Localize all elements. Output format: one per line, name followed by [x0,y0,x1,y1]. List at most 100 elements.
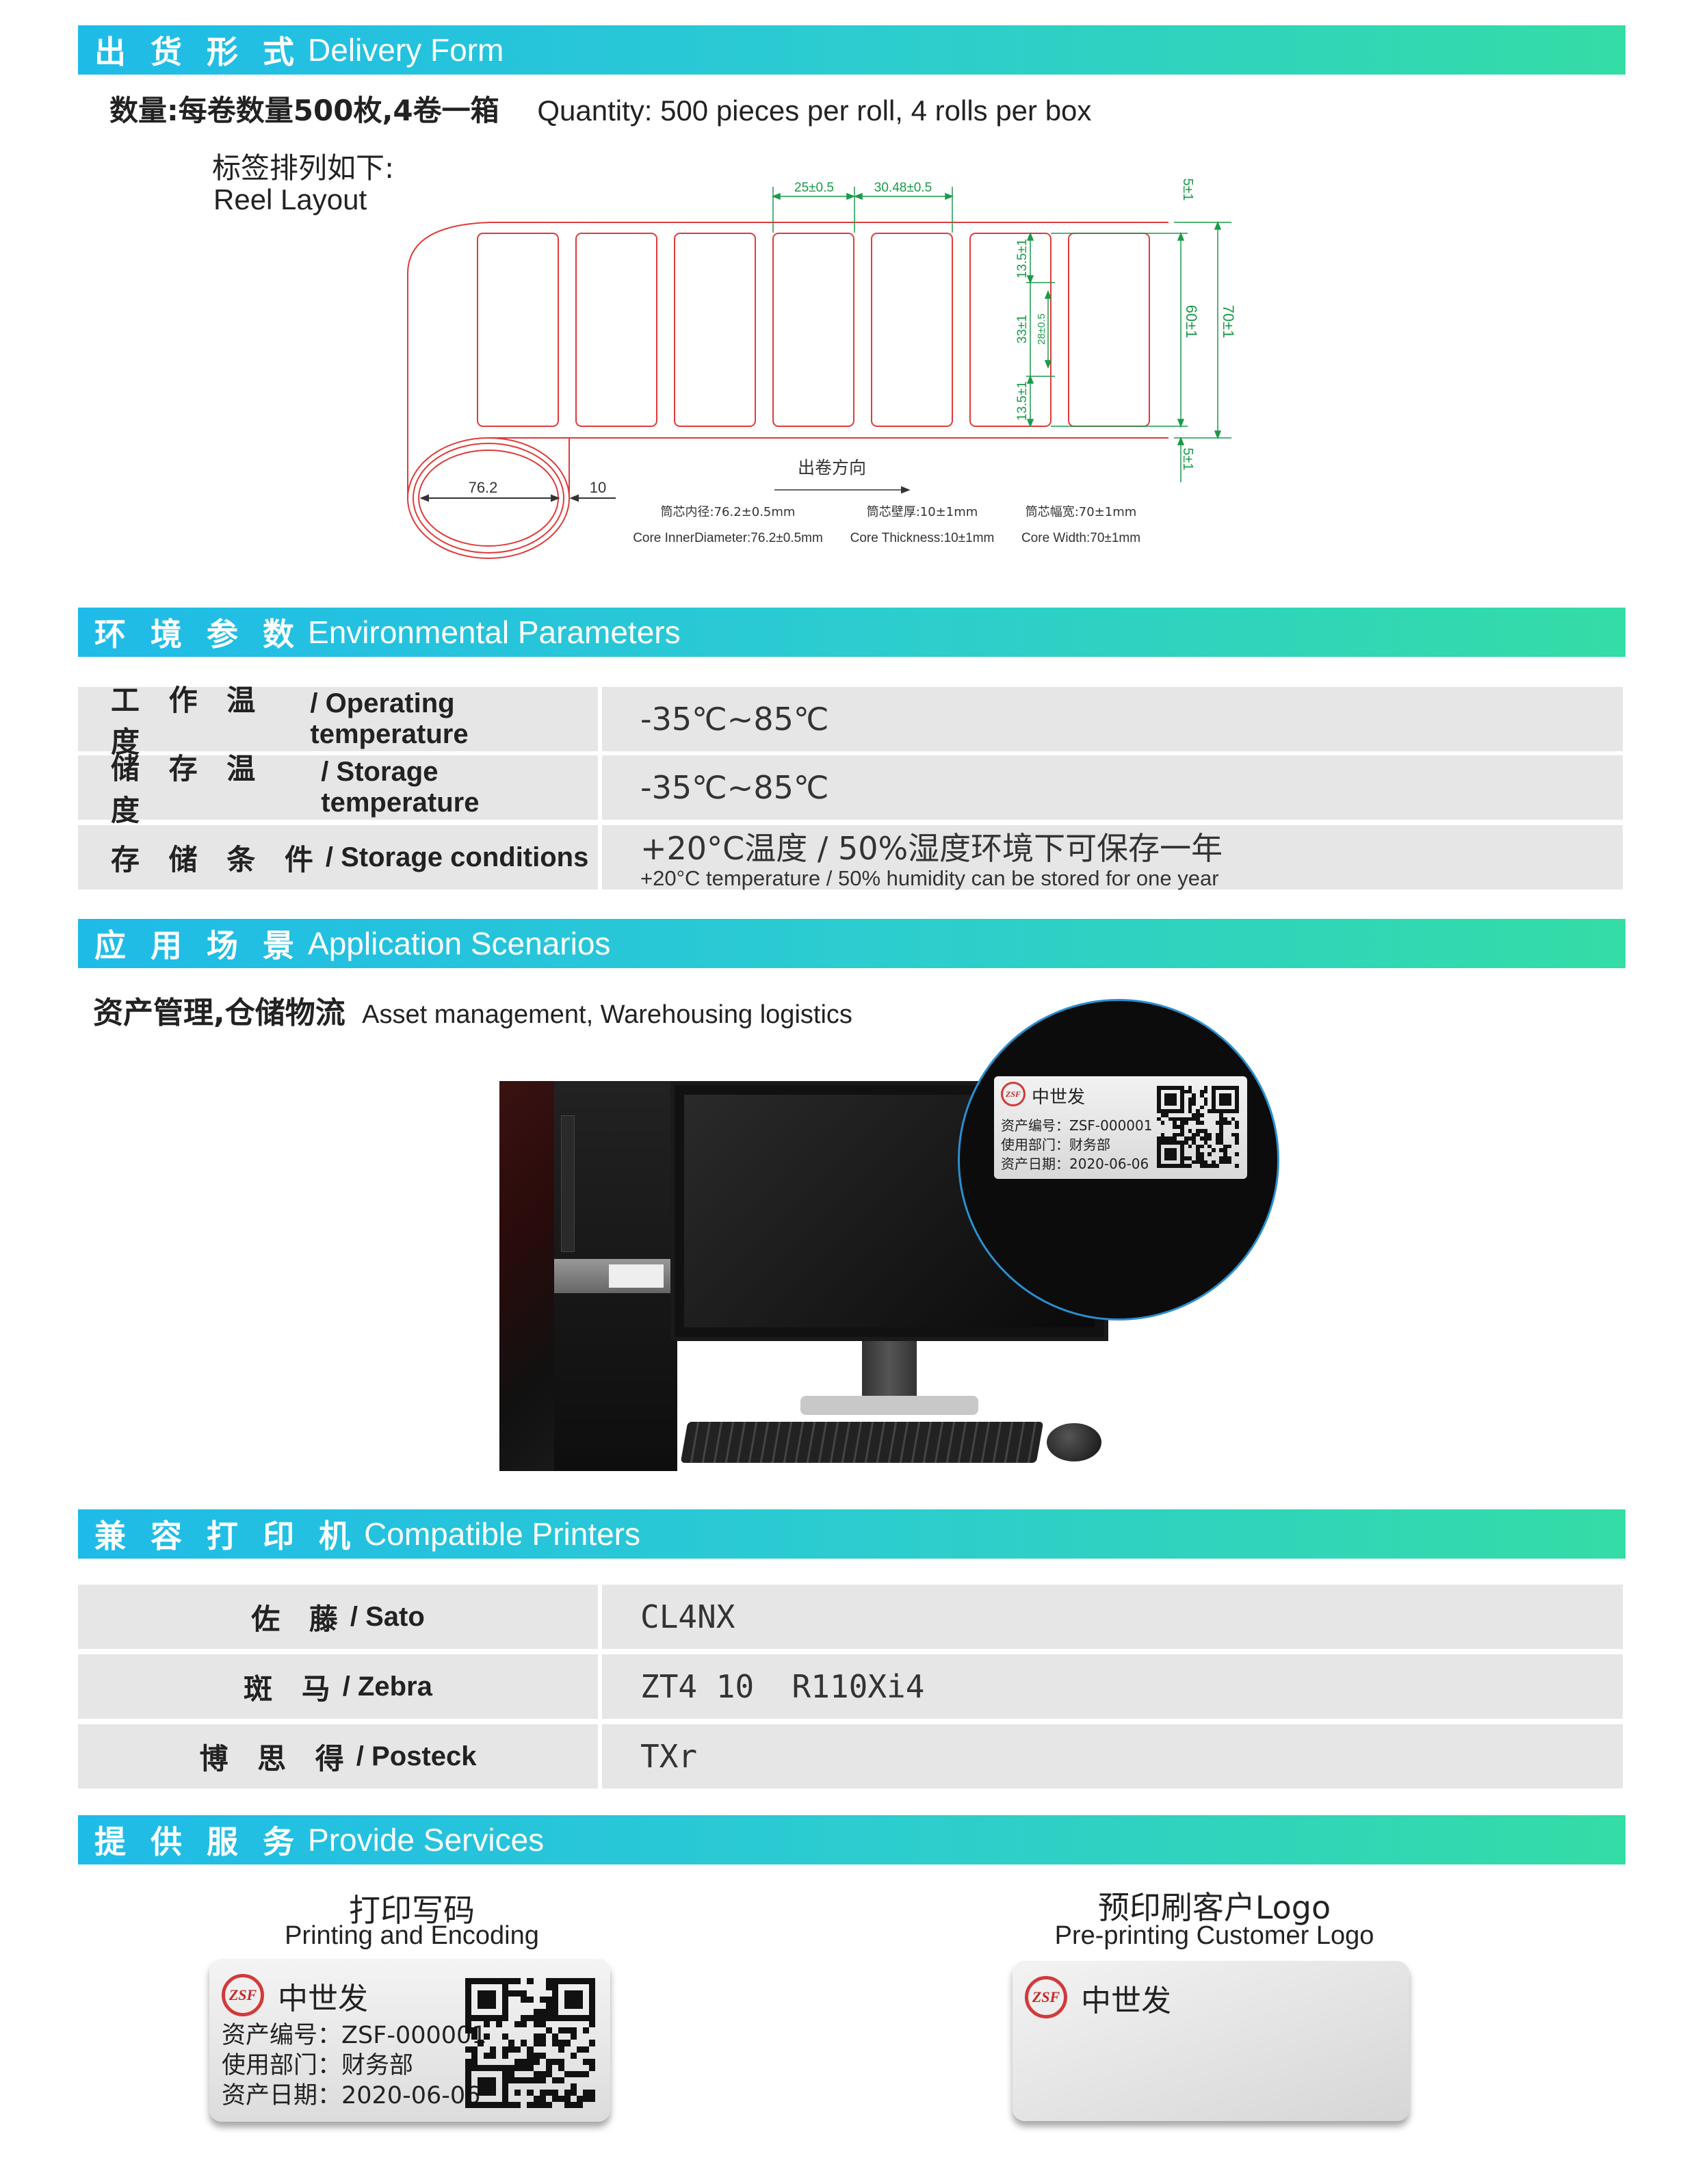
label-details: 资产编号：ZSF-000001 使用部门：财务部 资产日期：2020-06-06 [1001,1116,1152,1173]
layout-label-zh: 标签排列如下: [212,151,395,185]
label-outline [674,233,756,427]
table-row: 佐 藤/ Sato CL4NX [78,1585,1623,1649]
keyboard [680,1422,1044,1463]
label-outline [1068,233,1150,427]
param-value-en: +20°C temperature / 50% humidity can be … [640,866,1219,890]
preprinted-logo-sample: ZSF 中世发 [1013,1961,1409,2121]
brand-name: 中世发 [1032,1087,1086,1108]
department: 使用部门：财务部 [1001,1136,1110,1153]
dim-seg-bottom: 13.5±1 [1015,381,1030,421]
core-thickness: 10 [590,479,606,496]
printer-brand-zh: 斑 马 [244,1672,340,1706]
label-zoom-circle: ZSF 中世发 资产编号：ZSF-000001 使用部门：财务部 资产日期：20… [958,999,1279,1321]
section-title-en: Delivery Form [308,32,504,68]
spec-thickness-en: Core Thickness:10±1mm [850,531,995,545]
section-title-en: Compatible Printers [364,1516,640,1552]
asset-number: 资产编号：ZSF-000001 [222,2022,487,2049]
quantity-zh: 数量:每卷数量500枚,4卷一箱 [109,94,499,127]
asset-number: 资产编号：ZSF-000001 [1001,1117,1153,1134]
application-desc: 资产管理,仓储物流 Asset management, Warehousing … [93,988,852,1032]
section-title-en: Provide Services [308,1822,545,1858]
spec-width-zh: 筒芯幅宽:70±1mm [1026,505,1137,519]
brand-logo: ZSF [1025,1976,1067,2018]
spec-diameter-zh: 筒芯内径:76.2±0.5mm [661,505,796,519]
quantity-line: 数量:每卷数量500枚,4卷一箱 Quantity: 500 pieces pe… [109,88,1091,129]
brand-name: 中世发 [278,1981,368,2016]
brand-logo: ZSF [222,1974,264,2016]
dimension-lines [771,187,1231,482]
section-title-zh: 应 用 场 景 [94,927,302,964]
asset-date: 资产日期：2020-06-06 [222,2082,481,2109]
service-title-zh: 预印刷客户Logo [1097,1889,1331,1926]
section-header-application: 应 用 场 景 Application Scenarios [78,919,1625,968]
printer-brand-en: / Sato [350,1601,425,1632]
table-row: 存 储 条 件/ Storage conditions +20°C温度 / 50… [78,825,1623,890]
qr-code [465,1978,595,2108]
section-title-en: Application Scenarios [308,926,611,961]
monitor-stand [862,1341,917,1403]
printer-brand-zh: 博 思 得 [199,1741,354,1776]
dim-seg-mid: 33±1 [1015,315,1030,343]
application-desc-en: Asset management, Warehousing logistics [362,1000,852,1029]
spec-thickness-zh: 筒芯壁厚:10±1mm [867,505,978,519]
param-name-zh: 工 作 温 度 [111,684,265,759]
param-name-en: / Storage temperature [321,757,480,818]
service-title-zh: 打印写码 [349,1892,475,1929]
section-header-environment: 环 境 参 数 Environmental Parameters [78,608,1625,657]
label-outline [575,233,657,427]
printer-model: ZT4 10 R110Xi4 [640,1668,925,1705]
service-title-en: Printing and Encoding [285,1921,539,1950]
brand-logo: ZSF [1001,1082,1026,1106]
section-header-services: 提 供 服 务 Provide Services [78,1815,1625,1864]
label-details: 资产编号：ZSF-000001 使用部门：财务部 资产日期：2020-06-06 [222,2020,487,2111]
unwind-direction: 出卷方向 [798,458,866,478]
param-name-zh: 储 存 温 度 [111,752,265,827]
application-desc-zh: 资产管理,仓储物流 [93,996,345,1030]
dim-pitch-width: 25±0.5 [794,181,834,195]
table-row: 工 作 温 度/ Operating temperature -35℃~85℃ [78,684,1623,759]
dim-seg-top: 13.5±1 [1015,239,1030,278]
brand-name: 中世发 [1081,1984,1171,2018]
printed-label-sample: ZSF 中世发 资产编号：ZSF-000001 使用部门：财务部 资产日期：20… [209,1959,610,2122]
department: 使用部门：财务部 [222,2052,414,2079]
printer-model: CL4NX [640,1598,735,1635]
asset-label-small [609,1264,664,1288]
section-title-zh: 兼 容 打 印 机 [94,1518,358,1555]
section-header-delivery: 出 货 形 式 Delivery Form [78,25,1625,75]
section-title-zh: 出 货 形 式 [94,34,302,70]
section-title-zh: 环 境 参 数 [94,616,302,653]
brand-mark: ZSF [1032,1988,1060,2005]
quantity-en: Quantity: 500 pieces per roll, 4 rolls p… [537,94,1092,127]
dim-margin-bottom: 5±1 [1180,447,1195,470]
printer-brand-zh: 佐 藤 [251,1602,348,1636]
spec-diameter-en: Core InnerDiameter:76.2±0.5mm [633,531,823,545]
pc-tower [499,1081,677,1471]
qr-code [1157,1086,1239,1168]
label-outline [871,233,953,427]
printer-brand-en: / Zebra [342,1671,432,1702]
layout-label-en: Reel Layout [213,183,367,216]
section-title-en: Environmental Parameters [308,614,681,650]
param-value: +20°C温度 / 50%湿度环境下可保存一年 [640,830,1223,867]
dim-seg-inner: 28±0.5 [1036,313,1047,345]
direction-arrow-icon [901,486,911,494]
service-title-en: Pre-printing Customer Logo [1054,1921,1374,1950]
printer-model: TXr [640,1738,698,1775]
param-value: -35℃~85℃ [640,769,829,806]
label-outline [772,233,854,427]
dim-label-height: 60±1 [1183,305,1200,339]
dim-tape-width: 70±1 [1220,305,1237,339]
param-name-en: / Storage conditions [325,842,589,872]
asset-date: 资产日期：2020-06-06 [1001,1156,1149,1172]
table-row: 储 存 温 度 / Storage temperature -35℃~85℃ [78,752,1623,827]
dim-pitch-gap: 30.48±0.5 [874,181,932,195]
section-title-zh: 提 供 服 务 [94,1823,302,1860]
table-row: 博 思 得/ Posteck TXr [78,1724,1623,1789]
core-diameter: 76.2 [469,479,498,496]
tape-outline [407,222,1168,500]
table-row: 斑 马/ Zebra ZT4 10 R110Xi4 [78,1654,1623,1719]
reel-layout-diagram: 25±0.5 30.48±0.5 5±1 5±1 60±1 70±1 13.5±… [407,178,1237,559]
section-header-printers: 兼 容 打 印 机 Compatible Printers [78,1509,1625,1559]
printer-brand-en: / Posteck [356,1741,477,1771]
param-name-en: / Operating temperature [310,688,469,749]
